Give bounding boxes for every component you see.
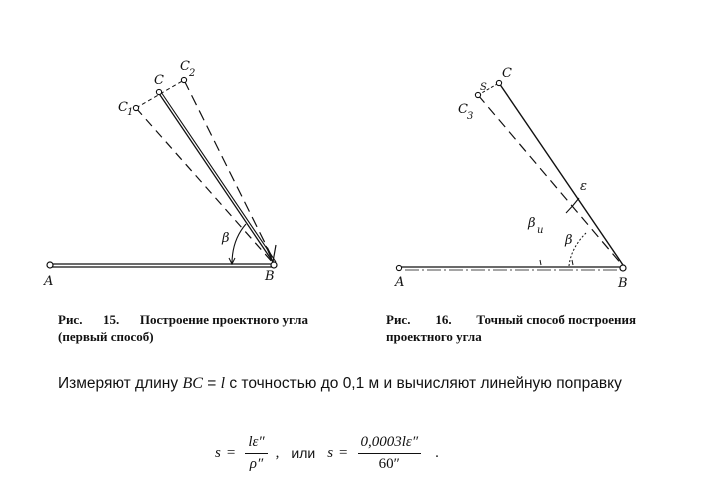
fraction-1-numerator: lε″ [245, 434, 268, 454]
fraction-2-denominator: 60″ [378, 455, 400, 472]
formula-eq-2: = [339, 444, 348, 461]
label-beta-i-sub: и [537, 225, 543, 236]
point-a [395, 264, 403, 272]
point-c [155, 88, 163, 96]
label-c1: C [118, 100, 128, 115]
caption-title: Точный способ построения [476, 312, 636, 327]
formula-fraction-1: lε″ ρ″ [245, 434, 268, 473]
body-paragraph: Измеряют длину BC = l с точностью до 0,1… [58, 375, 622, 393]
label-beta: β [221, 231, 230, 246]
figure-16-caption: Рис. 16. Точный способ построения проект… [386, 311, 636, 345]
label-beta-i: β [527, 216, 536, 231]
label-c2: C [180, 59, 190, 74]
figure-16-diagram: A B C C 3 S ε β и β [394, 66, 628, 291]
caption-line-2: (первый способ) [58, 329, 154, 344]
line-c3c-dashed [477, 82, 500, 96]
fraction-2-numerator: 0,0003lε″ [357, 434, 422, 454]
line-bc1-dashed [135, 107, 275, 265]
line-bc [157, 91, 274, 263]
label-a: A [43, 274, 53, 289]
caption-number: 15. [103, 312, 120, 327]
label-c2-sub: 2 [188, 68, 195, 79]
line-bc-double [160, 91, 277, 263]
caption-number: 16. [435, 312, 452, 327]
caption-title: Построение проектного угла [139, 312, 308, 327]
line-bc3-dashed [477, 94, 624, 267]
label-c3: C [458, 102, 468, 117]
figure-15-diagram: A B C C 1 C 2 β [43, 59, 278, 289]
point-c1 [132, 104, 140, 112]
formula-correction: s = lε″ ρ″ , или s = 0,0003lε″ 60″ . [215, 428, 439, 478]
point-c [495, 79, 503, 87]
formula-separator: , [275, 444, 280, 461]
line-c1c2-dashed [135, 79, 185, 109]
caption-line-1: Рис. 15. Построение проектного угла [58, 311, 308, 328]
tick-2 [539, 259, 542, 266]
formula-lhs-2: s [327, 444, 334, 461]
label-b: B [617, 276, 628, 291]
formula-or: или [291, 445, 316, 461]
line-bc [498, 82, 624, 266]
label-eps: ε [580, 179, 587, 194]
angle-arrow-beta [228, 257, 236, 266]
formula-eq: = [226, 444, 236, 461]
length-l: l [220, 375, 226, 392]
caption-prefix: Рис. [386, 312, 411, 327]
label-c: C [154, 73, 164, 88]
formula-fraction-2: 0,0003lε″ 60″ [357, 434, 422, 473]
caption-prefix: Рис. [58, 312, 83, 327]
label-c: C [502, 66, 512, 81]
point-b [619, 264, 627, 272]
angle-arc-beta [231, 223, 247, 265]
label-c1-sub: 1 [127, 107, 133, 118]
label-beta: β [564, 233, 573, 248]
formula-end: . [435, 444, 439, 461]
label-s: S [480, 82, 487, 93]
caption-line-2: проектного угла [386, 329, 482, 344]
point-a [46, 261, 54, 269]
caption-line-1: Рис. 16. Точный способ построения [386, 311, 636, 328]
label-b: B [264, 269, 275, 284]
text-eq: = [207, 375, 217, 392]
angle-arc-eps [565, 197, 580, 214]
label-c3-sub: 3 [467, 111, 473, 122]
point-c2 [180, 76, 188, 84]
text-after: с точностью до 0,1 м и вычисляют линейну… [229, 375, 622, 392]
text-before: Измеряют длину [58, 375, 179, 392]
segment-bc: BC [182, 375, 203, 392]
tick-1 [571, 259, 574, 266]
point-c3 [474, 91, 482, 99]
fraction-1-denominator: ρ″ [249, 455, 264, 472]
point-b [270, 261, 278, 269]
line-bc2-dashed [183, 79, 276, 264]
figure-15-caption: Рис. 15. Построение проектного угла (пер… [58, 311, 308, 345]
label-a: A [394, 275, 404, 290]
formula-lhs: s [215, 444, 221, 461]
